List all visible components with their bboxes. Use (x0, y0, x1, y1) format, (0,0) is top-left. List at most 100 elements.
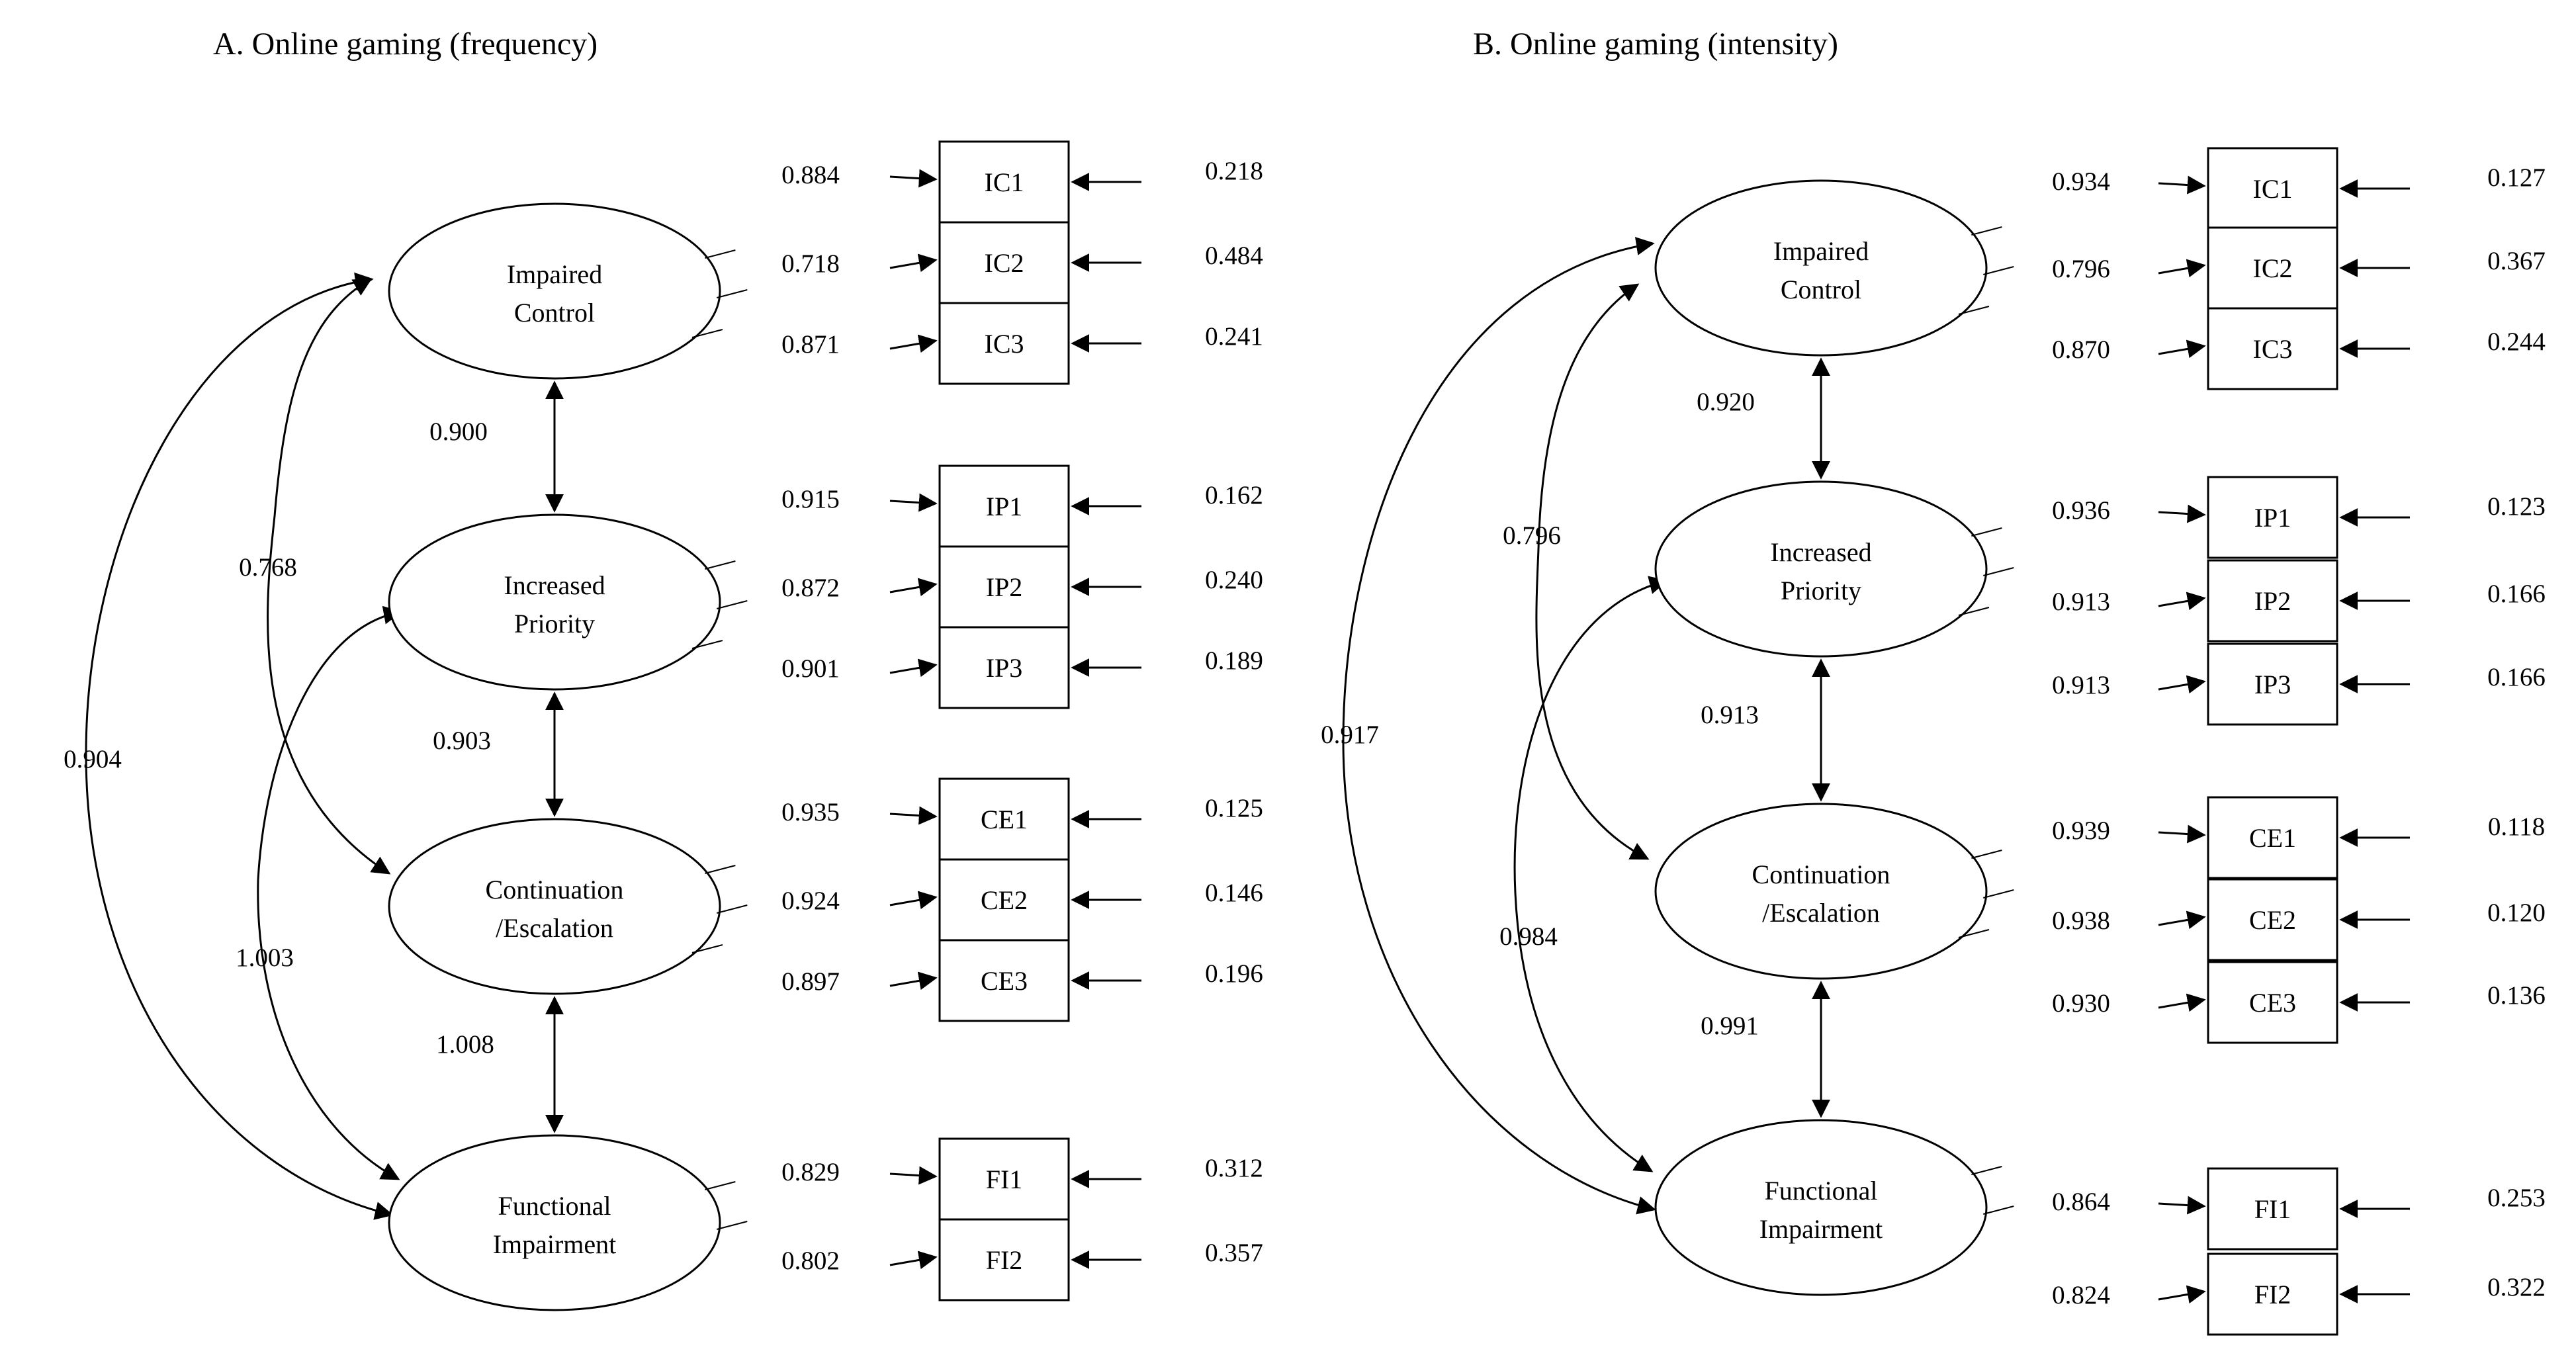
error-variance: 0.166 (2487, 663, 2546, 691)
path-tick (1983, 889, 2014, 899)
loading-arrow (2158, 1196, 2206, 1215)
path-tick (691, 944, 723, 953)
error-variance: 0.127 (2487, 163, 2546, 192)
factor-loading: 0.913 (2052, 588, 2110, 616)
factor-loading: 0.935 (781, 798, 840, 826)
loading-arrow (2158, 339, 2206, 359)
error-variance: 0.196 (1205, 959, 1263, 988)
indicator-label: IP1 (986, 492, 1023, 521)
factor-loading: 0.871 (781, 330, 840, 359)
path-tick (1983, 266, 2014, 275)
error-variance: 0.123 (2487, 492, 2546, 521)
indicator-box (938, 545, 1070, 629)
indicator-label: CE3 (2249, 988, 2296, 1018)
indicator-box (2207, 796, 2338, 879)
indicator-label: IC3 (985, 329, 1024, 359)
error-variance: 0.162 (1205, 481, 1263, 509)
correlation-arc-value: 0.768 (239, 553, 297, 582)
error-variance: 0.367 (2487, 247, 2546, 275)
indicator-label: FI2 (986, 1245, 1023, 1275)
correlation-value: 0.920 (1697, 388, 1755, 416)
path-tick (717, 600, 748, 609)
indicator-box (2207, 307, 2338, 390)
latent-factor-ellipse (1654, 179, 1988, 357)
error-variance: 0.189 (1205, 646, 1263, 675)
indicator-label: CE2 (981, 885, 1028, 915)
indicator-label: IC2 (985, 248, 1024, 278)
correlation-value: 0.991 (1701, 1012, 1759, 1040)
latent-factor-ellipse (388, 818, 721, 995)
latent-factor-ellipse (388, 513, 721, 691)
error-variance: 0.240 (1205, 566, 1263, 594)
path-tick (691, 329, 723, 338)
indicator-label: FI1 (986, 1165, 1023, 1194)
indicator-box (938, 464, 1070, 548)
correlation-arc-value: 0.984 (1499, 922, 1558, 951)
indicator-box (938, 626, 1070, 709)
loading-arrow (2158, 675, 2206, 694)
loading-arrow (889, 806, 938, 825)
error-variance: 0.322 (2487, 1273, 2546, 1301)
path-tick (705, 249, 736, 259)
indicator-box (2207, 559, 2338, 642)
factor-loading: 0.802 (781, 1247, 840, 1275)
indicator-box (938, 302, 1070, 385)
loading-arrow (2158, 259, 2206, 278)
correlation-value: 0.900 (429, 418, 488, 446)
loading-arrow (889, 971, 938, 990)
factor-loading: 0.796 (2052, 255, 2110, 283)
loading-arrow (2158, 175, 2206, 195)
panel-title: A. Online gaming (frequency) (213, 26, 598, 62)
error-variance: 0.120 (2487, 899, 2546, 927)
indicator-box (2207, 147, 2338, 230)
loading-arrow (889, 334, 938, 353)
indicator-box (938, 1218, 1070, 1301)
factor-loading: 0.934 (2052, 167, 2110, 196)
indicator-label: CE1 (981, 805, 1028, 834)
indicator-box (2207, 1167, 2338, 1251)
error-variance: 0.244 (2487, 328, 2546, 356)
indicator-label: IC1 (985, 167, 1024, 197)
path-tick (1958, 929, 1990, 938)
path-tick (705, 865, 736, 874)
loading-arrow (2158, 993, 2206, 1012)
indicator-box (2207, 642, 2338, 726)
error-variance: 0.146 (1205, 879, 1263, 907)
correlation-arc (267, 278, 391, 875)
loading-arrow (2158, 504, 2206, 523)
path-tick (717, 289, 748, 298)
loading-arrow (889, 1251, 938, 1270)
loading-arrow (2158, 592, 2206, 611)
factor-name: Continuation/Escalation (486, 875, 624, 943)
correlation-arc (257, 605, 402, 1180)
indicator-label: CE3 (981, 966, 1028, 996)
factor-loading: 0.824 (2052, 1281, 2110, 1309)
loading-arrow (2158, 1285, 2206, 1304)
factor-loading: 0.913 (2052, 671, 2110, 699)
error-variance: 0.484 (1205, 242, 1263, 270)
factor-loading: 0.872 (781, 574, 840, 602)
factor-loading: 0.936 (2052, 496, 2110, 525)
path-tick (1958, 306, 1990, 315)
